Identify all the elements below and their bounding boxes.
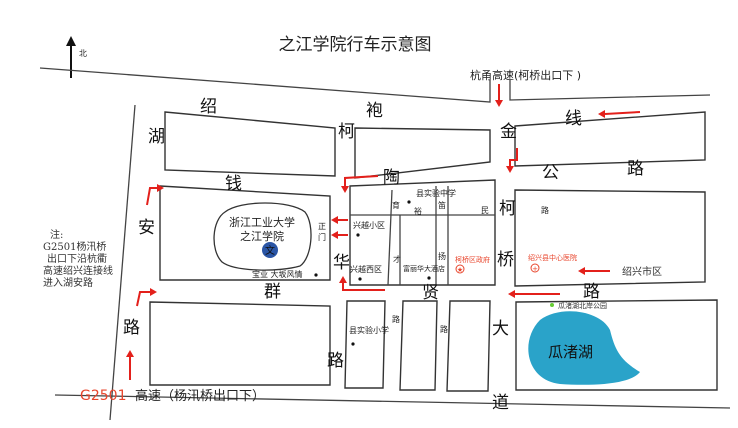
gate-1: 正 <box>318 222 326 231</box>
campus-name-2: 之江学院 <box>240 229 284 243</box>
park-label: 瓜渚湖北岸公园 <box>558 301 607 310</box>
note-line: 进入湖安路 <box>43 276 93 289</box>
poi-primary-school: 县实验小学 <box>349 325 389 335</box>
road-labels: 绍 线 湖 安 路 钱 群 柯 袍 金 陶 公 路 柯 桥 华 路 贤 路 大 … <box>123 97 644 413</box>
road-char-small: 裕 <box>414 206 422 216</box>
poi-xingyue-xiaoqu: 兴越小区 <box>353 220 385 230</box>
highway-top-label: 杭甬高速(柯桥出口下 ) <box>470 68 581 82</box>
road-char-small: 路 <box>392 314 400 324</box>
road-char: 路 <box>583 282 600 302</box>
road-char-small: 才 <box>393 254 401 264</box>
campus-icon-char: 文 <box>265 244 275 257</box>
highway-bottom-label: 高速（杨汛桥出口下） <box>135 388 265 404</box>
road-char: 安 <box>138 218 155 238</box>
poi-xingyue-xiqu: 兴越西区 <box>350 264 382 274</box>
road-char-small: 路 <box>541 205 549 215</box>
map-title: 之江学院行车示意图 <box>279 35 432 55</box>
lake-label: 瓜渚湖 <box>548 343 593 361</box>
road-char-small: 民 <box>481 206 489 215</box>
gate-2: 门 <box>318 232 326 242</box>
road-char: 路 <box>327 351 344 371</box>
road-char: 公 <box>542 163 559 183</box>
svg-text:★: ★ <box>457 266 463 274</box>
government-star-icon <box>455 264 465 274</box>
road-char-small: 路 <box>440 324 448 334</box>
road-char: 路 <box>627 159 644 179</box>
road-char: 群 <box>264 282 281 302</box>
road-char-small: 育 <box>392 200 400 210</box>
road-char: 袍 <box>366 101 383 121</box>
note-line: G2501杨汛桥 <box>43 240 106 253</box>
shaoxing-city-label: 绍兴市区 <box>622 265 662 278</box>
campus-name-1: 浙江工业大学 <box>229 215 295 229</box>
road-char: 路 <box>123 318 140 338</box>
road-char: 线 <box>565 109 582 129</box>
note-line: 出口下沿杭衢 <box>47 252 107 265</box>
hospital-cross-icon <box>530 263 540 273</box>
north-label: 北 <box>79 49 87 58</box>
road-char: 柯 <box>338 122 355 142</box>
poi-keqiao-gov: 柯桥区政府 <box>455 255 490 264</box>
road-char-small: 笛 <box>438 200 446 210</box>
campus-icon <box>262 242 278 258</box>
route-arrows <box>126 84 641 380</box>
road-char-small: 扬 <box>438 251 446 261</box>
road-char: 绍 <box>200 97 217 117</box>
road-char: 大 <box>492 319 509 339</box>
road-char: 桥 <box>497 250 514 270</box>
note-line: 注: <box>50 228 63 241</box>
road-char: 柯 <box>499 199 516 219</box>
campus-outline <box>213 202 312 271</box>
poi-county-middle-school: 县实验中学 <box>416 188 456 198</box>
road-char: 道 <box>492 393 509 413</box>
road-char: 金 <box>500 122 517 142</box>
poi-hospital: 绍兴县中心医院 <box>528 253 577 262</box>
note-line: 高速绍兴连接线 <box>43 264 113 277</box>
road-char: 陶 <box>383 168 400 188</box>
road-char: 钱 <box>225 174 242 194</box>
svg-text:+: + <box>532 265 538 273</box>
poi-baoye: 宝业 大坂风情 <box>252 269 303 279</box>
road-char: 湖 <box>148 127 165 147</box>
north-arrow-icon <box>66 36 76 78</box>
road-lines <box>39 67 731 421</box>
road-char: 贤 <box>422 283 439 303</box>
road-char: 华 <box>333 253 350 273</box>
lake <box>528 311 640 385</box>
highway-bottom-code: G2501 <box>80 388 126 404</box>
poi-fulihua-hotel: 富丽华大酒店 <box>403 264 445 273</box>
